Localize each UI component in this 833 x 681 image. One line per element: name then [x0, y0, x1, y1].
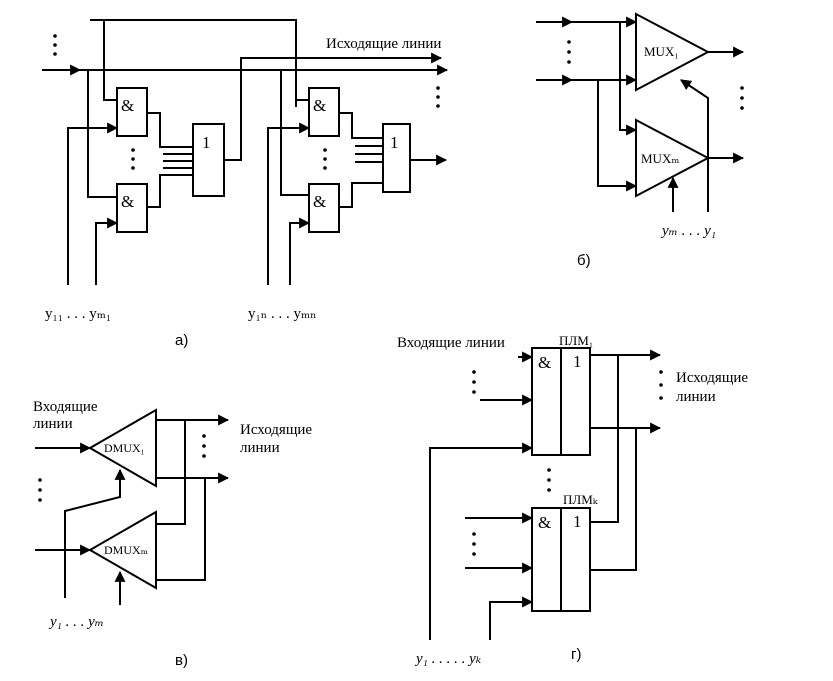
panel-v-outgoing-label-2: линии	[240, 440, 280, 456]
or-gate-1	[192, 123, 225, 197]
panel-v-caption: в)	[175, 652, 188, 669]
panel-v-incoming-label-1: Входящие	[33, 399, 98, 415]
panel-b-output-dots	[740, 86, 744, 110]
panel-v-output-dots	[202, 434, 206, 458]
or-gate-2-label: 1	[390, 133, 399, 152]
mux-m-label: MUXₘ	[641, 151, 679, 166]
and-gate-1	[116, 87, 148, 137]
panel-b: MUX₁ MUXₘ yₘ . . . y₁ б)	[536, 12, 745, 269]
dmux-1-label: DMUX₁	[104, 441, 145, 455]
panel-a-caption: а)	[175, 332, 188, 349]
mux-1	[635, 12, 711, 92]
panel-g: Входящие линии ПЛМ₁ & 1 Исходящие линии …	[397, 333, 748, 667]
dmux-m	[87, 510, 157, 590]
panel-g-input-dots-2	[472, 532, 476, 556]
panel-a-output-dots	[436, 86, 440, 108]
panel-v-incoming-label-2: линии	[33, 416, 73, 432]
plm-k-label: ПЛМₖ	[563, 492, 599, 507]
panel-v-outgoing-label-1: Исходящие	[240, 422, 312, 438]
panel-b-caption: б)	[577, 252, 591, 269]
panel-g-input-dots-1	[472, 370, 476, 394]
and-gates-dots-right	[323, 148, 327, 170]
and-gate-3-label: &	[313, 96, 326, 115]
panel-g-output-dots	[659, 370, 663, 400]
panel-g-outgoing-label-2: линии	[676, 389, 716, 405]
or-gate-2	[382, 123, 411, 193]
and-gate-2	[116, 183, 148, 233]
panel-a-input-dots	[53, 34, 57, 56]
plm-1-label: ПЛМ₁	[559, 333, 593, 348]
panel-g-middle-dots	[547, 468, 551, 492]
and-gate-1-label: &	[121, 96, 134, 115]
and-gate-2-label: &	[121, 192, 134, 211]
panel-b-y-label: yₘ . . . y₁	[660, 223, 716, 239]
and-gate-4	[308, 183, 340, 233]
panel-v-input-dots	[38, 478, 42, 502]
panel-g-incoming-label: Входящие линии	[397, 335, 505, 351]
panel-a-y-left-label: y₁₁ . . . yₘ₁	[45, 306, 111, 322]
panel-b-input-dots	[567, 40, 571, 64]
panel-a-y-right-label: y₁ₙ . . . yₘₙ	[248, 306, 317, 322]
dmux-1	[87, 408, 157, 488]
panel-v: Входящие линии DMUX₁ DMUXₘ Исходящие лин…	[33, 399, 312, 669]
plm-k-and-label: &	[538, 513, 551, 532]
panel-a: Исходящие линии & & 1 y₁₁ . . . yₘ₁ & &	[42, 19, 449, 349]
panel-g-y-label: y₁ . . . . . yₖ	[414, 651, 482, 667]
mux-1-label: MUX₁	[644, 44, 679, 59]
plm-1-or-label: 1	[573, 352, 582, 371]
dmux-m-label: DMUXₘ	[104, 543, 148, 557]
panel-a-outgoing-label: Исходящие линии	[326, 36, 441, 52]
panel-g-caption: г)	[571, 646, 581, 663]
panel-g-outgoing-label-1: Исходящие	[676, 370, 748, 386]
or-gate-1-label: 1	[202, 133, 211, 152]
and-gates-dots-left	[131, 148, 135, 170]
plm-1-and-label: &	[538, 353, 551, 372]
plm-k-or-label: 1	[573, 512, 582, 531]
panel-v-y-label: y₁ . . . yₘ	[48, 614, 104, 630]
and-gate-4-label: &	[313, 192, 326, 211]
and-gate-3	[308, 87, 340, 137]
